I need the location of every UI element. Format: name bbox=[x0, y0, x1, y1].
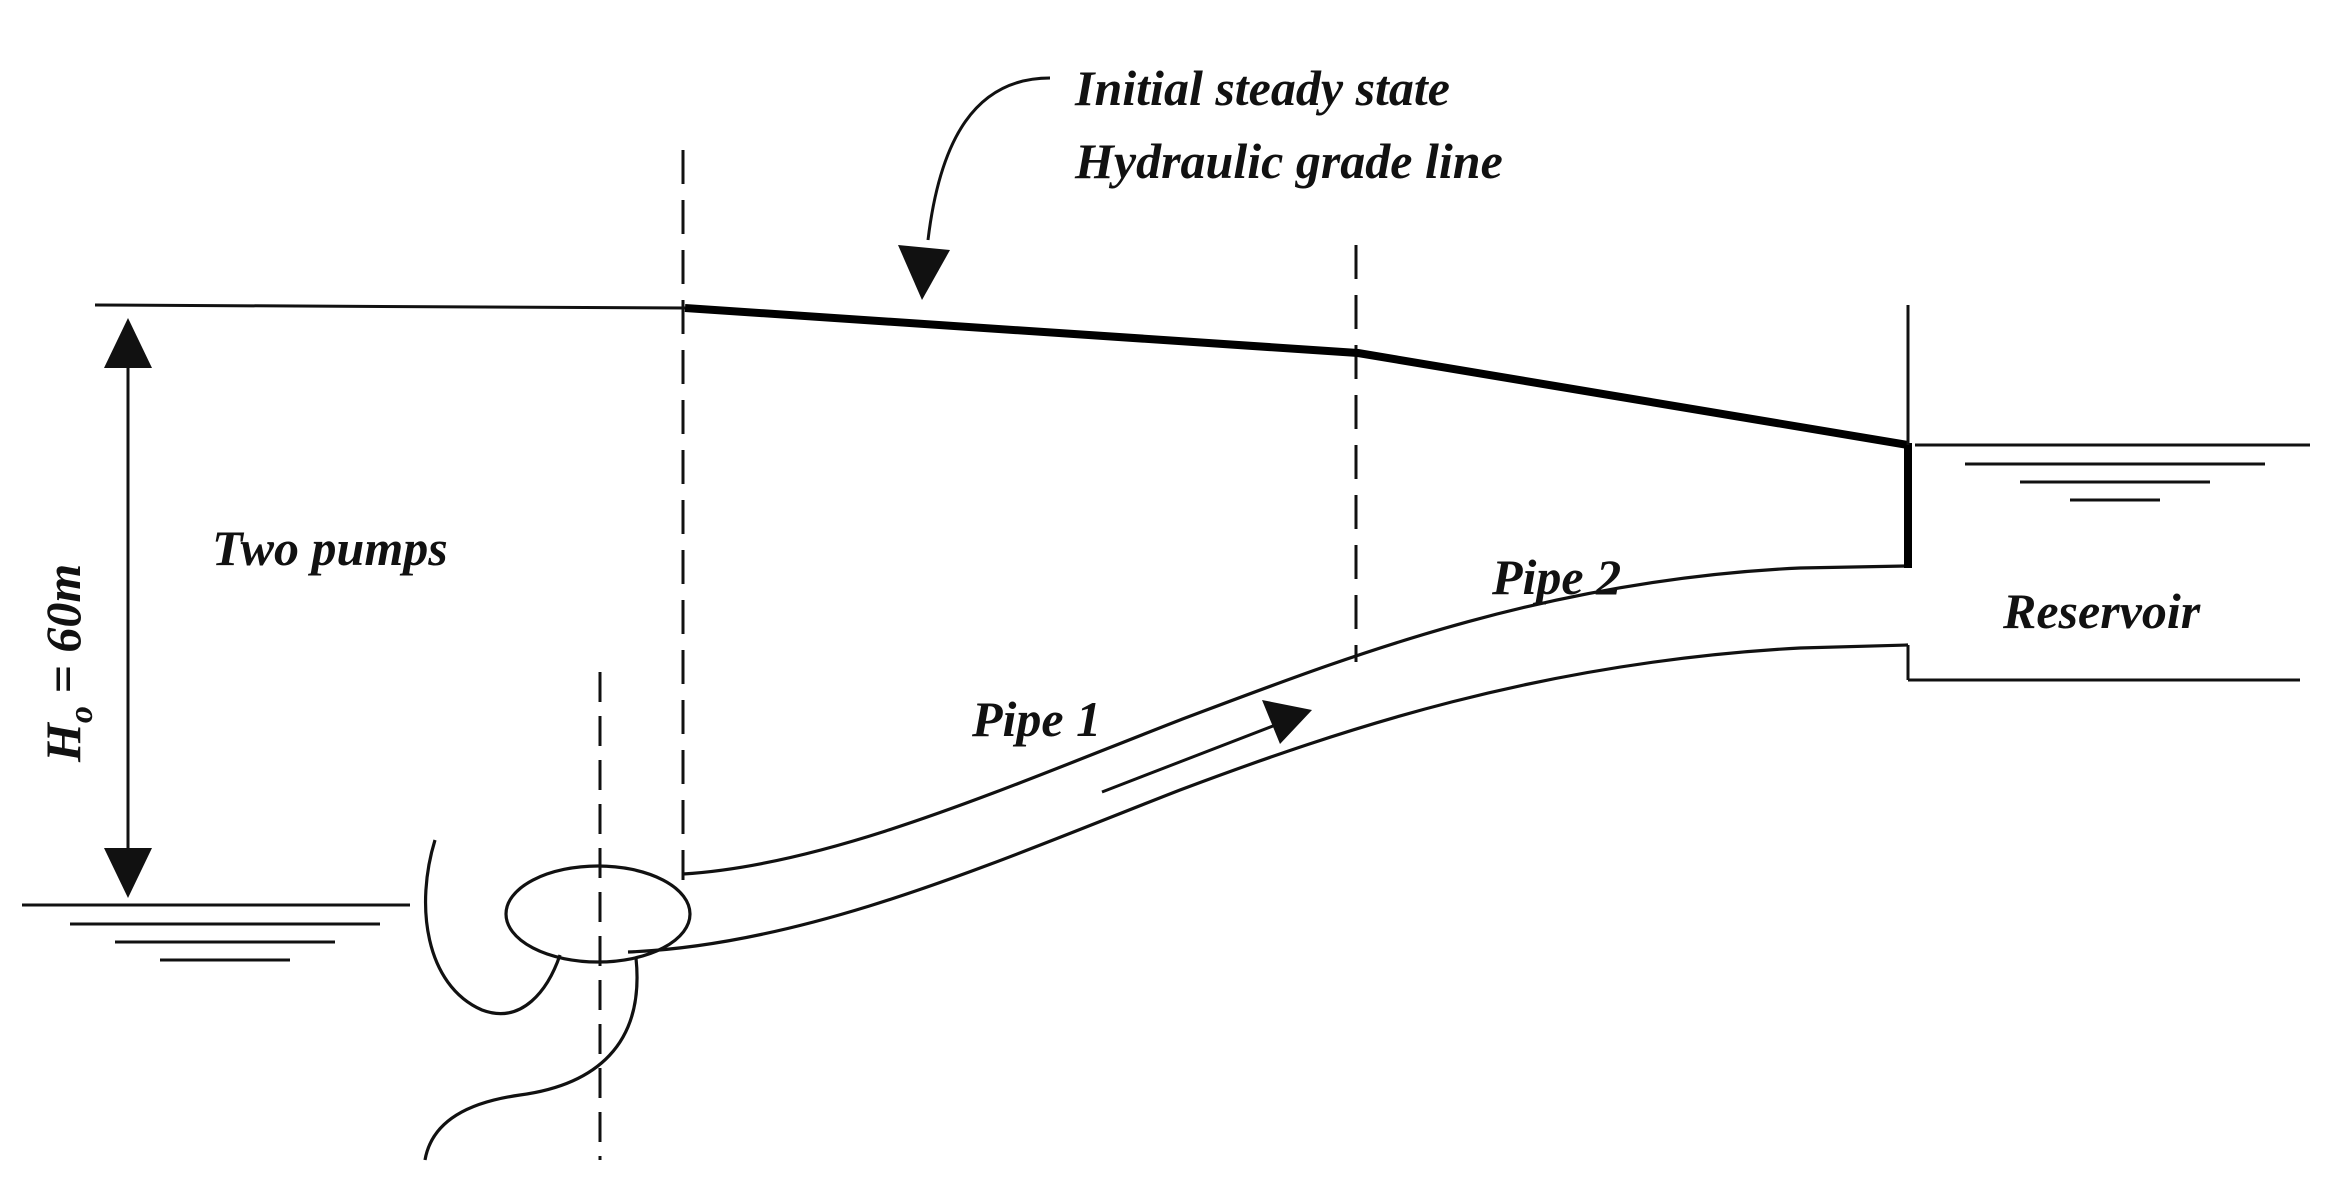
pipeline-top-wall bbox=[682, 564, 1909, 876]
pump-intake bbox=[423, 839, 639, 1161]
head-label-symbol: H bbox=[35, 721, 91, 763]
pipeline bbox=[627, 564, 1909, 954]
pumps-label: Two pumps bbox=[212, 520, 448, 576]
upstream-head-line bbox=[94, 303, 686, 310]
downstream-reservoir bbox=[1906, 305, 2310, 682]
pipeline-bottom-wall bbox=[627, 643, 1909, 954]
pipe2-label: Pipe 2 bbox=[1491, 549, 1621, 605]
pump-casing bbox=[504, 864, 692, 964]
flow-direction-arrow bbox=[1101, 700, 1312, 794]
hydraulic-grade-line bbox=[684, 304, 1909, 449]
pipe1-label: Pipe 1 bbox=[971, 691, 1101, 747]
reservoir-label: Reservoir bbox=[2002, 583, 2201, 639]
suction-water-surface bbox=[22, 903, 410, 962]
hgl-annotation-line1: Initial steady state bbox=[1074, 60, 1450, 116]
hgl-leader-arrow bbox=[898, 76, 1051, 300]
head-label-subscript: o bbox=[63, 706, 100, 723]
head-dimension-arrow bbox=[104, 318, 152, 898]
hgl-annotation-line2: Hydraulic grade line bbox=[1074, 133, 1503, 189]
head-label: Ho = 60m bbox=[35, 564, 100, 763]
head-label-value: = 60m bbox=[35, 564, 91, 706]
